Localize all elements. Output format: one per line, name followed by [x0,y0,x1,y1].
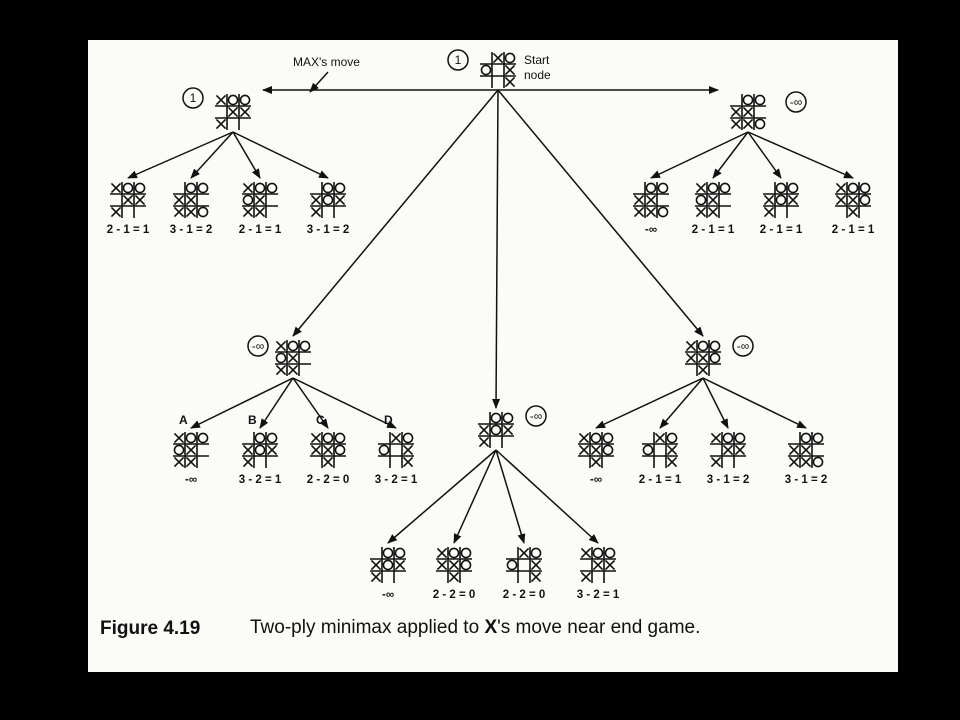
leaf-score: 2 - 1 = 1 [239,224,282,236]
figure-number: Figure 4.19 [100,618,201,639]
leaf-score: -∞ [185,474,197,486]
tree-edge [497,89,704,337]
leaf-board [710,432,746,468]
tree-edge [127,131,234,179]
minimax-tree-diagram: 1 1 -∞ -∞ -∞ -∞ 2 - 1 = 1 3 - 1 = 2 2 - 1 = 1 3 -… [107,49,875,601]
value-start: 1 [447,49,469,71]
leaf-score: 2 - 1 = 1 [107,224,150,236]
caption-x-player: X [484,617,498,638]
branch-label: C [316,413,325,427]
tree-edge [259,377,294,429]
tree-nodes: 1 1 -∞ -∞ -∞ -∞ 2 - 1 = 1 3 - 1 = 2 2 - 1 = 1 3 -… [107,49,875,601]
board-l1e [685,340,721,376]
caption-part-2: 's move near end game. [497,617,701,638]
node-value-label: 1 [190,91,197,105]
leaf-score: 2 - 1 = 1 [832,224,875,236]
tree-edge [492,89,501,409]
value-l1b: -∞ [785,91,807,113]
leaf-score: 2 - 1 = 1 [692,224,735,236]
leaf-score: 3 - 1 = 2 [307,224,350,236]
leaf-board [370,547,406,583]
leaf-score: 3 - 2 = 1 [239,474,282,486]
leaf-board [506,547,542,583]
leaf-score: 3 - 1 = 2 [707,474,750,486]
leaf-board [242,432,278,468]
tree-edge [387,449,497,544]
leaf-board [110,182,146,218]
board-l1b [730,94,766,130]
board-l1a [215,94,251,130]
leaf-board [378,432,414,468]
value-l1e: -∞ [732,335,754,357]
leaf-board [633,182,669,218]
leaf-score: 3 - 1 = 2 [170,224,213,236]
figure-page: 1 1 -∞ -∞ -∞ -∞ 2 - 1 = 1 3 - 1 = 2 2 - 1 = 1 3 -… [88,40,898,672]
tree-edge [453,449,497,544]
branch-label: A [179,413,188,427]
node-value-label: -∞ [530,409,543,423]
board-l1d [478,412,514,448]
leaf-board [580,547,616,583]
value-l1d: -∞ [525,405,547,427]
value-l1c: -∞ [247,335,269,357]
tree-edge [292,377,397,429]
leaf-board [578,432,614,468]
leaf-score: 3 - 2 = 1 [375,474,418,486]
tree-edge [190,377,294,429]
leaf-board [835,182,871,218]
node-value-label: -∞ [252,339,265,353]
tree-edge [595,377,704,429]
tree-edge [495,449,599,544]
leaf-board [788,432,824,468]
tree-edge [747,131,782,179]
value-l1a: 1 [182,87,204,109]
branch-label: D [384,413,393,427]
tree-edges [127,86,854,544]
max-move-arrow [309,71,329,93]
leaf-score: -∞ [382,589,394,601]
max-move-label: MAX's move [293,55,360,69]
node-value-label: -∞ [737,339,750,353]
leaf-board [242,182,278,218]
start-node-label: Start [524,53,550,67]
tree-edge [659,377,704,429]
tree-edge [495,449,526,544]
tree-edge [702,377,807,429]
start-node-label: node [524,68,551,82]
leaf-score: -∞ [645,224,657,236]
leaf-score: 2 - 2 = 0 [433,589,476,601]
leaf-board [642,432,678,468]
leaf-score: 2 - 2 = 0 [503,589,546,601]
node-value-label: -∞ [790,95,803,109]
leaf-score: -∞ [590,474,602,486]
tree-edge [712,131,749,179]
tree-edge [292,89,499,337]
leaf-score: 3 - 1 = 2 [785,474,828,486]
board-l1c [275,340,311,376]
leaf-score: 2 - 2 = 0 [307,474,350,486]
branch-label: B [248,413,257,427]
node-value-label: 1 [455,53,462,67]
tree-edge [232,131,261,179]
leaf-score: 2 - 1 = 1 [760,224,803,236]
caption-part-1: Two-ply minimax applied to [250,617,485,638]
tree-edge [650,131,749,179]
tree-edge [190,131,234,179]
leaf-board [173,432,209,468]
leaf-board [763,182,799,218]
figure-caption: Two-ply minimax applied to X's move near… [250,616,710,639]
tree-edge [747,131,854,179]
leaf-board [436,547,472,583]
tree-edge [232,131,329,179]
tree-edge [292,377,329,429]
leaf-board [310,432,346,468]
tree-edge [702,377,729,429]
leaf-board [695,182,731,218]
board-start [480,52,516,88]
leaf-score: 3 - 2 = 1 [577,589,620,601]
leaf-score: 2 - 1 = 1 [639,474,682,486]
leaf-board [173,182,209,218]
leaf-board [310,182,346,218]
